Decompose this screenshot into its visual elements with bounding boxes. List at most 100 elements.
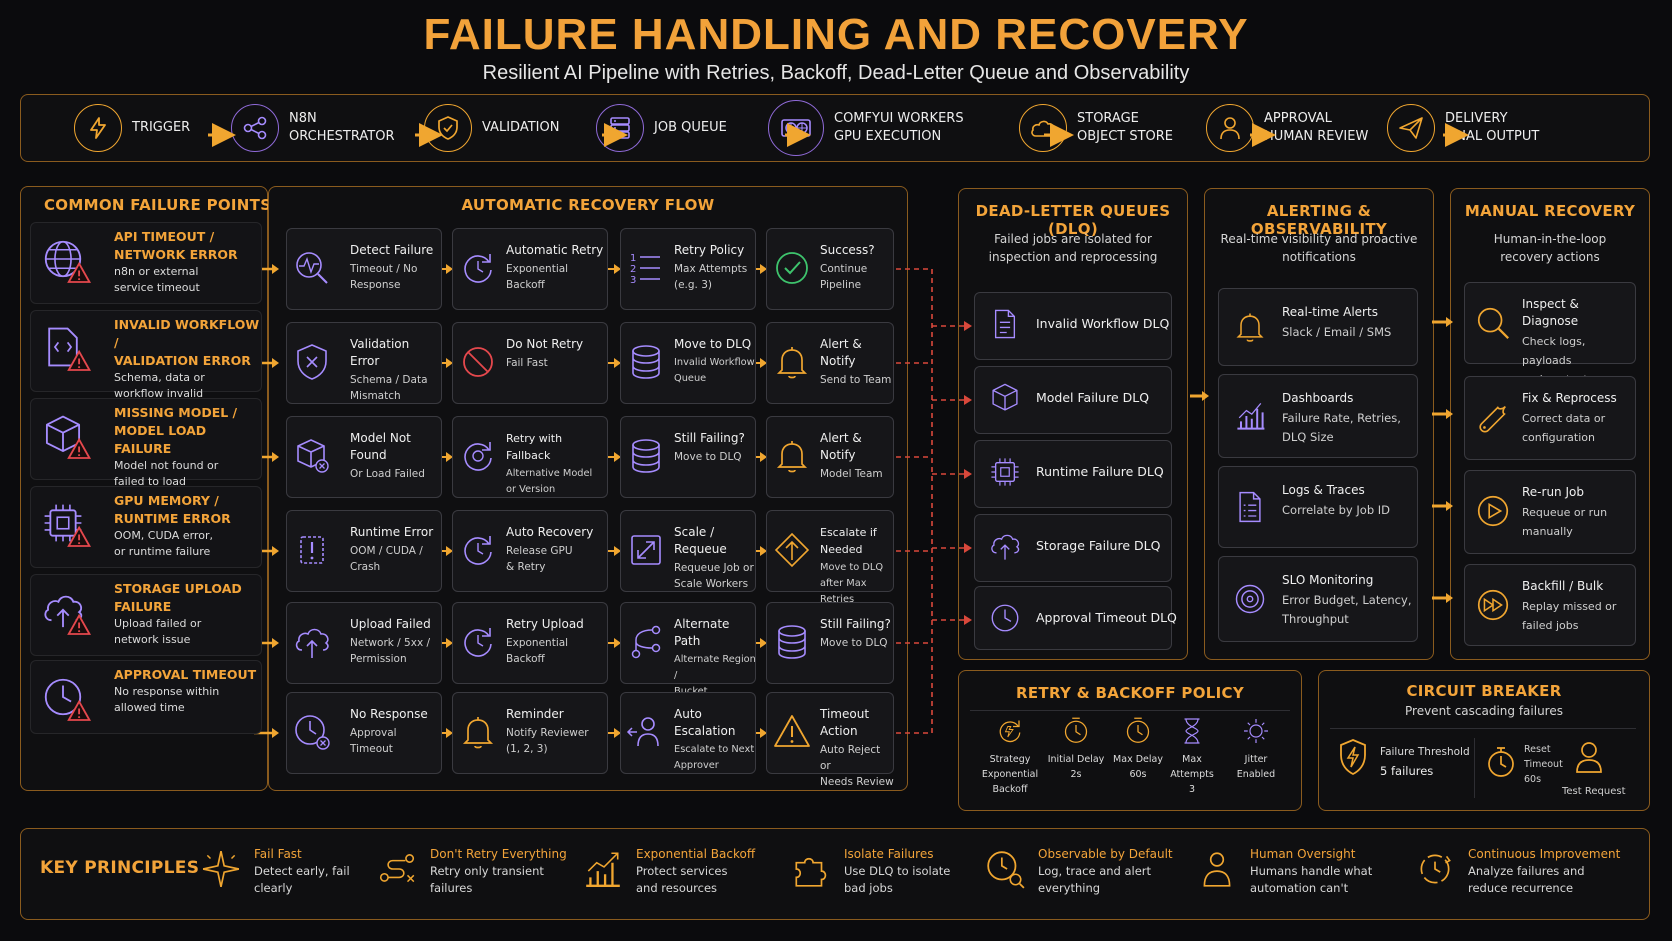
- recovery-step-card: [766, 322, 894, 404]
- principle-title: Human Oversight: [1250, 847, 1356, 861]
- recovery-step-text: Alert & Notify Model Team: [820, 430, 894, 482]
- failure-point-title: INVALID WORKFLOW /: [114, 317, 260, 350]
- recovery-step-desc: Mismatch: [350, 390, 401, 402]
- cycle-icon: [1420, 854, 1451, 884]
- dlq-item[interactable]: [974, 586, 1172, 650]
- sparkle-icon: [202, 850, 240, 888]
- alerting-item-desc: Throughput: [1282, 612, 1349, 626]
- user-icon: [1574, 740, 1604, 778]
- page-subtitle: Resilient AI Pipeline with Retries, Back…: [482, 62, 1190, 84]
- principle-icon-wrap: [200, 848, 242, 894]
- recovery-step-desc: Continue: [820, 263, 868, 275]
- manual-item-desc: configuration: [1522, 431, 1595, 444]
- alerting-item[interactable]: [1218, 466, 1418, 548]
- failure-point-title: NETWORK ERROR: [114, 247, 238, 262]
- page-title: FAILURE HANDLING AND RECOVERY: [423, 10, 1249, 59]
- policy-item-label: Jitter: [1244, 754, 1268, 765]
- dlq-item[interactable]: [974, 292, 1172, 360]
- pipeline-label: STORAGE: [1077, 111, 1139, 126]
- principle-desc: Use DLQ to isolate: [844, 864, 951, 878]
- policy-item-value: Exponential Backoff: [981, 769, 1039, 795]
- alerting-item[interactable]: [1218, 374, 1418, 458]
- manual-item-title: Backfill / Bulk: [1522, 579, 1604, 593]
- policy-item-value: 60s: [1129, 769, 1147, 780]
- recovery-step-desc: Exponential: [506, 637, 569, 649]
- policy-item-icon-wrap: [1044, 716, 1108, 746]
- pipeline-label: DELIVERY: [1445, 111, 1508, 126]
- stopwatch-icon: [1486, 746, 1516, 782]
- fast-forward-icon: [1477, 589, 1509, 621]
- retry-icon: [464, 628, 492, 657]
- alerting-item-title: Logs & Traces: [1282, 483, 1365, 497]
- policy-item-label: Max Attempts: [1170, 754, 1214, 780]
- wrench-icon: [1479, 405, 1506, 433]
- principle-title: Exponential Backoff: [636, 847, 756, 861]
- pipeline-label: TRIGGER: [132, 120, 191, 135]
- recovery-step-desc: Bucket: [674, 684, 756, 700]
- recovery-step-text: Model Not Found Or Load Failed: [350, 430, 442, 482]
- recovery-step-text: Still Failing? Move to DLQ: [674, 430, 756, 465]
- cube-x-icon: [297, 439, 329, 473]
- failure-point-text: GPU MEMORY /RUNTIME ERROR OOM, CUDA erro…: [114, 492, 264, 560]
- failure-point-title: API TIMEOUT /: [114, 229, 215, 244]
- failure-point-desc: network issue: [114, 633, 191, 646]
- recovery-step-desc: Timeout / No: [350, 263, 418, 275]
- manual-desc-line: recovery actions: [1500, 250, 1600, 264]
- alerting-item[interactable]: [1218, 556, 1418, 642]
- principle-desc: bad jobs: [844, 881, 893, 895]
- recovery-step-card: [620, 228, 756, 310]
- threshold-value: 5 failures: [1380, 764, 1434, 778]
- manual-item-icon-wrap: [1474, 586, 1512, 628]
- recovery-step-icon-wrap: [458, 248, 498, 292]
- manual-item[interactable]: [1464, 470, 1636, 554]
- principle-text: Observable by Default Log, trace and ale…: [1038, 845, 1208, 897]
- dlq-item[interactable]: [974, 440, 1172, 508]
- recovery-step-title: Still Failing?: [820, 617, 891, 631]
- dlq-title: DEAD-LETTER QUEUES (DLQ): [975, 202, 1171, 238]
- recovery-step-desc: Exponential: [506, 263, 569, 275]
- recovery-step-card: [286, 692, 442, 774]
- recovery-step-title: Do Not Retry: [506, 337, 584, 351]
- dlq-item-icon-wrap: [988, 381, 1022, 419]
- alerting-item-text: Dashboards Failure Rate, Retries,DLQ Siz…: [1282, 390, 1418, 447]
- alerting-item[interactable]: [1218, 288, 1418, 366]
- alerting-item-text: Real-time Alerts Slack / Email / SMS: [1282, 304, 1418, 342]
- policy-item-icon-wrap: [1160, 716, 1224, 746]
- policy-item: Max Attempts 3: [1160, 716, 1224, 797]
- principle-text: Isolate Failures Use DLQ to isolate bad …: [844, 845, 1014, 897]
- manual-item-desc: Correct data or: [1522, 412, 1606, 425]
- manual-item[interactable]: [1464, 282, 1636, 364]
- recovery-step-title: Retry Policy: [674, 243, 745, 257]
- dlq-item-icon-wrap: [988, 307, 1022, 345]
- strategy-retry-icon: [999, 720, 1021, 743]
- recovery-step-text: Still Failing? Move to DLQ: [820, 616, 894, 651]
- recovery-step-desc: Approver: [674, 760, 719, 771]
- dlq-item[interactable]: [974, 366, 1172, 434]
- recovery-step-desc: Alternative Model: [506, 468, 593, 479]
- cloud-upload-icon: [991, 534, 1020, 560]
- recovery-step-desc: Schema / Data: [350, 374, 428, 386]
- recovery-step-icon-wrap: [458, 622, 498, 666]
- policy-item-value: Enabled: [1236, 769, 1276, 780]
- recovery-step-desc: Timeout: [350, 743, 393, 755]
- recovery-step-title: Alert & Notify: [820, 431, 862, 462]
- bell-icon: [776, 441, 808, 473]
- failure-point-desc: service timeout: [114, 281, 200, 294]
- failure-points-title: COMMON FAILURE POINTS: [44, 196, 272, 214]
- policy-item-value: 2s: [1070, 769, 1082, 780]
- recovery-step-title: Success?: [820, 243, 875, 257]
- manual-item[interactable]: [1464, 376, 1636, 460]
- circuit-breaker-title: CIRCUIT BREAKER: [1406, 682, 1562, 700]
- recovery-step-text: Alert & Notify Send to Team: [820, 336, 894, 388]
- recovery-step-card: [452, 416, 608, 498]
- recovery-step-desc: Invalid Workflow: [674, 357, 755, 368]
- alerting-item-icon-wrap: [1232, 309, 1268, 349]
- scale-arrows-icon: [631, 535, 661, 565]
- failure-point-title: FAILURE: [114, 599, 172, 614]
- recovery-step-card: [766, 692, 894, 774]
